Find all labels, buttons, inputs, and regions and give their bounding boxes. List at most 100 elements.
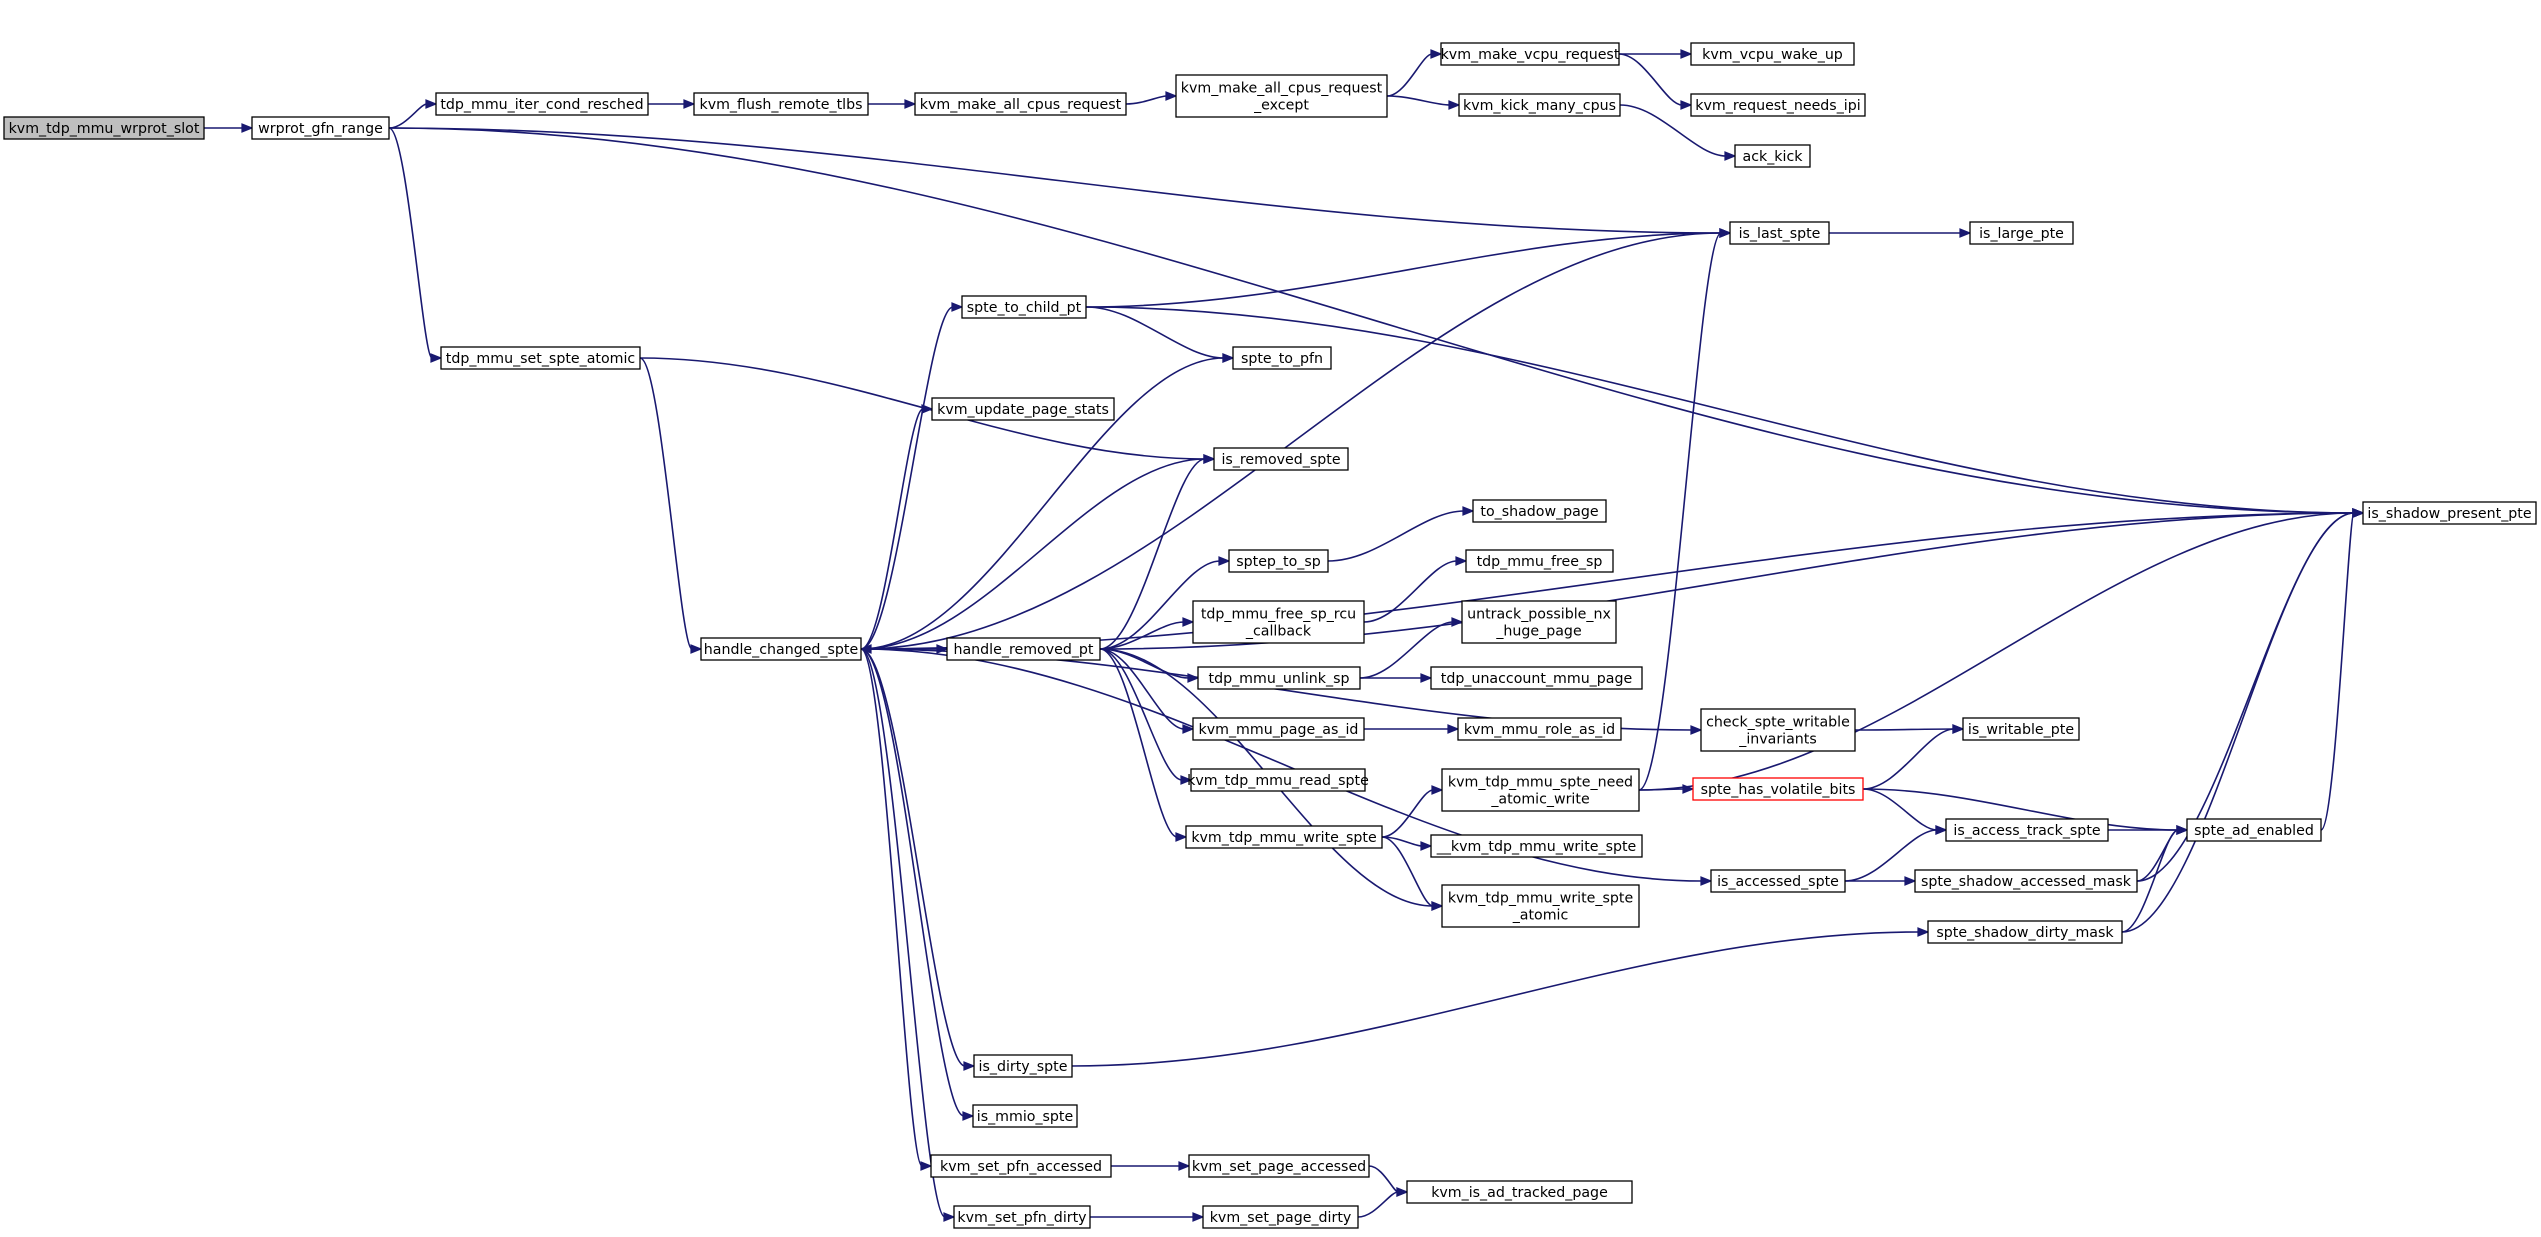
- node-kvm-is-ad-tracked-page[interactable]: kvm_is_ad_tracked_page: [1406, 1180, 1633, 1204]
- node-is-removed-spte[interactable]: is_removed_spte: [1213, 447, 1349, 471]
- node-kvm-tdp-mmu-write-spte[interactable]: kvm_tdp_mmu_write_spte: [1185, 825, 1383, 849]
- edge-handle-changed-spte-to-kvm-set-pfn-dirty: [860, 648, 956, 1222]
- node-kvm-make-all-cpus-request-except[interactable]: kvm_make_all_cpus_request_except: [1175, 74, 1388, 118]
- node-spte-to-pfn[interactable]: spte_to_pfn: [1232, 346, 1332, 370]
- node-box: [1430, 666, 1643, 690]
- node-box: [440, 346, 641, 370]
- node-kvm-request-needs-ipi[interactable]: kvm_request_needs_ipi: [1690, 93, 1866, 117]
- edge-is-accessed-spte-to-spte-shadow-accessed-mask: [1845, 876, 1917, 886]
- node-label: wrprot_gfn_range: [258, 121, 383, 137]
- edge-kvm-tdp-mmu-write-spte-to-kvm-tdp-mmu-write-spte-atomic: [1381, 836, 1444, 911]
- node-box: [961, 295, 1087, 319]
- edge-kvm-tdp-mmu-spte-need-atomic-write-to-is-last-spte: [1638, 228, 1732, 791]
- edge-kvm-set-pfn-dirty-to-kvm-set-page-dirty: [1090, 1212, 1205, 1222]
- node-kvm-tdp-mmu-write-spte[interactable]: __kvm_tdp_mmu_write_spte: [1430, 834, 1643, 858]
- node-kvm-set-pfn-dirty[interactable]: kvm_set_pfn_dirty: [953, 1205, 1091, 1229]
- node-box: [3, 116, 205, 140]
- node-is-mmio-spte[interactable]: is_mmio_spte: [972, 1104, 1078, 1128]
- node-kvm-tdp-mmu-wrprot-slot[interactable]: kvm_tdp_mmu_wrprot_slot: [3, 116, 205, 140]
- edge-tdp-mmu-unlink-sp-to-tdp-unaccount-mmu-page: [1360, 673, 1433, 683]
- node-spte-shadow-dirty-mask[interactable]: spte_shadow_dirty_mask: [1927, 920, 2123, 944]
- node-check-spte-writable-invariants[interactable]: check_spte_writable_invariants: [1700, 708, 1856, 752]
- node-is-access-track-spte[interactable]: is_access_track_spte: [1945, 818, 2109, 842]
- edge-tdp-mmu-set-spte-atomic-to-handle-changed-spte: [639, 357, 703, 654]
- node-kvm-vcpu-wake-up[interactable]: kvm_vcpu_wake_up: [1690, 42, 1855, 66]
- node-is-last-spte[interactable]: is_last_spte: [1729, 221, 1830, 245]
- node-box: [1914, 869, 2138, 893]
- edge-kvm-mmu-page-as-id-to-kvm-mmu-role-as-id: [1364, 724, 1460, 734]
- node-label: _atomic_write: [1490, 792, 1589, 808]
- node-kvm-set-pfn-accessed[interactable]: kvm_set_pfn_accessed: [930, 1154, 1112, 1178]
- node-box: [914, 92, 1127, 116]
- node-kvm-mmu-page-as-id[interactable]: kvm_mmu_page_as_id: [1192, 717, 1365, 741]
- node-kvm-set-page-dirty[interactable]: kvm_set_page_dirty: [1202, 1205, 1359, 1229]
- node-is-writable-pte[interactable]: is_writable_pte: [1962, 717, 2080, 741]
- node-box: [930, 1154, 1112, 1178]
- node-is-accessed-spte[interactable]: is_accessed_spte: [1710, 869, 1846, 893]
- node-tdp-mmu-unlink-sp[interactable]: tdp_mmu_unlink_sp: [1197, 666, 1361, 690]
- node-kvm-tdp-mmu-write-spte-atomic[interactable]: kvm_tdp_mmu_write_spte_atomic: [1441, 884, 1640, 928]
- node-untrack-possible-nx-huge-page[interactable]: untrack_possible_nx_huge_page: [1461, 600, 1617, 644]
- node-handle-removed-pt[interactable]: handle_removed_pt: [946, 637, 1101, 661]
- edge-kvm-make-vcpu-request-to-kvm-vcpu-wake-up: [1619, 49, 1693, 59]
- node-wrprot-gfn-range[interactable]: wrprot_gfn_range: [251, 116, 390, 140]
- node-box: [1962, 717, 2080, 741]
- node-is-large-pte[interactable]: is_large_pte: [1969, 221, 2074, 245]
- edge-is-dirty-spte-to-spte-shadow-dirty-mask: [1071, 927, 1930, 1067]
- edge-handle-changed-spte-to-is-removed-spte: [860, 454, 1216, 650]
- edge-kvm-flush-remote-tlbs-to-kvm-make-all-cpus-request: [867, 99, 917, 109]
- node-tdp-mmu-free-sp[interactable]: tdp_mmu_free_sp: [1465, 549, 1614, 573]
- node-label: kvm_tdp_mmu_write_spte: [1448, 891, 1633, 907]
- node-kvm-tdp-mmu-spte-need-atomic-write[interactable]: kvm_tdp_mmu_spte_need_atomic_write: [1441, 768, 1640, 812]
- edge-spte-shadow-dirty-mask-to-is-shadow-present-pte: [2121, 508, 2365, 933]
- node-kvm-mmu-role-as-id[interactable]: kvm_mmu_role_as_id: [1457, 717, 1622, 741]
- node-ack-kick[interactable]: ack_kick: [1734, 144, 1811, 168]
- edge-handle-removed-pt-to-handle-changed-spte: [859, 644, 947, 654]
- edge-is-last-spte-to-is-large-pte: [1829, 228, 1972, 238]
- node-box: [1202, 1205, 1359, 1229]
- node-tdp-mmu-set-spte-atomic[interactable]: tdp_mmu_set_spte_atomic: [440, 346, 641, 370]
- edge-kvm-tdp-mmu-wrprot-slot-to-wrprot-gfn-range: [203, 123, 254, 133]
- node-label: is_dirty_spte: [979, 1059, 1068, 1075]
- edge-spte-to-child-pt-to-spte-to-pfn: [1085, 306, 1235, 363]
- edge-kvm-tdp-mmu-write-spte-to-kvm-tdp-mmu-spte-need-atomic-write: [1381, 785, 1444, 838]
- node-box: [1945, 818, 2109, 842]
- edge-tdp-mmu-unlink-sp-to-untrack-possible-nx-huge-page: [1359, 617, 1464, 679]
- node-kvm-update-page-stats[interactable]: kvm_update_page_stats: [931, 397, 1115, 421]
- node-label: is_shadow_present_pte: [2367, 506, 2531, 522]
- node-kvm-kick-many-cpus[interactable]: kvm_kick_many_cpus: [1458, 93, 1621, 117]
- node-sptep-to-sp[interactable]: sptep_to_sp: [1228, 549, 1329, 573]
- node-tdp-mmu-iter-cond-resched[interactable]: tdp_mmu_iter_cond_resched: [435, 92, 649, 116]
- node-tdp-unaccount-mmu-page[interactable]: tdp_unaccount_mmu_page: [1430, 666, 1643, 690]
- node-box: [435, 92, 649, 116]
- edge-handle-changed-spte-to-spte-to-child-pt: [860, 302, 964, 650]
- node-box: [1192, 600, 1365, 644]
- node-is-dirty-spte[interactable]: is_dirty_spte: [973, 1054, 1073, 1078]
- node-label: spte_shadow_dirty_mask: [1936, 925, 2114, 941]
- node-label: tdp_mmu_unlink_sp: [1209, 671, 1350, 687]
- node-kvm-tdp-mmu-read-spte[interactable]: kvm_tdp_mmu_read_spte: [1187, 768, 1369, 792]
- node-kvm-make-vcpu-request[interactable]: kvm_make_vcpu_request: [1440, 42, 1620, 66]
- node-spte-shadow-accessed-mask[interactable]: spte_shadow_accessed_mask: [1914, 869, 2138, 893]
- edge-kvm-make-all-cpus-request-to-kvm-make-all-cpus-request-except: [1125, 91, 1178, 105]
- node-kvm-make-all-cpus-request[interactable]: kvm_make_all_cpus_request: [914, 92, 1127, 116]
- node-kvm-flush-remote-tlbs[interactable]: kvm_flush_remote_tlbs: [693, 92, 869, 116]
- node-label: kvm_make_all_cpus_request: [920, 97, 1122, 113]
- node-handle-changed-spte[interactable]: handle_changed_spte: [700, 637, 862, 661]
- node-label: tdp_mmu_set_spte_atomic: [446, 351, 635, 367]
- node-label: _except: [1253, 98, 1309, 114]
- node-is-shadow-present-pte[interactable]: is_shadow_present_pte: [2362, 501, 2537, 525]
- edge-handle-changed-spte-to-spte-to-pfn: [860, 353, 1235, 650]
- node-label: spte_to_pfn: [1241, 351, 1323, 367]
- node-box: [1690, 93, 1866, 117]
- node-box: [1461, 600, 1617, 644]
- node-spte-ad-enabled[interactable]: spte_ad_enabled: [2186, 818, 2322, 842]
- node-kvm-set-page-accessed[interactable]: kvm_set_page_accessed: [1188, 1154, 1370, 1178]
- node-tdp-mmu-free-sp-rcu-callback[interactable]: tdp_mmu_free_sp_rcu_callback: [1192, 600, 1365, 644]
- node-label: check_spte_writable: [1706, 715, 1850, 731]
- node-spte-has-volatile-bits[interactable]: spte_has_volatile_bits: [1692, 777, 1864, 801]
- node-to-shadow-page[interactable]: to_shadow_page: [1472, 499, 1607, 523]
- node-box: [1734, 144, 1811, 168]
- node-label: __kvm_tdp_mmu_write_spte: [1436, 839, 1637, 855]
- node-spte-to-child-pt[interactable]: spte_to_child_pt: [961, 295, 1087, 319]
